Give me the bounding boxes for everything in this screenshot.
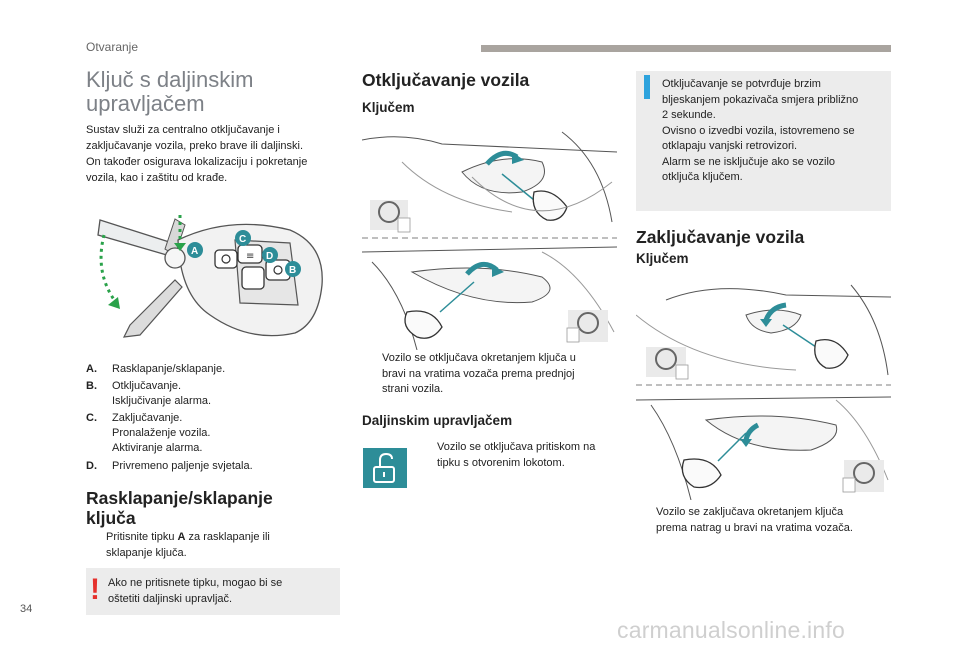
unlock-remote-subheading: Daljinskim upravljačem (362, 413, 513, 428)
unlock-key-illustration (362, 131, 617, 350)
page-title-line2: upravljačem (86, 91, 205, 116)
legend-item-d: D. Privremeno paljenje svjetala. (86, 460, 253, 472)
info-icon: i (644, 75, 650, 99)
key-button-d: ≡ (237, 244, 263, 264)
legend-item-c: C. Zaključavanje. Pronalaženje vozila. A… (86, 412, 211, 454)
header-bar (481, 45, 891, 52)
key-illustration: ≡ A C D B (97, 215, 323, 338)
intro-paragraph: Sustav služi za centralno otključavanje … (86, 122, 346, 186)
unlock-remote-instruction: Vozilo se otključava pritiskom na tipku … (437, 441, 596, 469)
remote-key-icon (532, 190, 568, 221)
fold-instruction: Pritisnite tipku A za rasklapanje ili sk… (106, 531, 270, 559)
steering-wheel-icon (577, 312, 599, 334)
info-line: 2 sekunde. (662, 109, 716, 121)
legend-item-b: B. Otključavanje. Isključivanje alarma. (86, 380, 212, 407)
info-line: otklapaju vanjski retrovizori. (662, 140, 798, 152)
fold-heading-line1: Rasklapanje/sklapanje (86, 488, 273, 508)
label-c-badge: C (235, 230, 251, 246)
page-title: Ključ s daljinskim upravljačem (86, 68, 254, 116)
info-line: Ovisno o izvedbi vozila, istovremeno se (662, 124, 855, 137)
fold-heading-line2: ključa (86, 508, 136, 528)
svg-text:C: C (239, 234, 246, 245)
info-line: Otključavanje se potvrđuje brzim (662, 78, 821, 90)
lock-key-instruction: Vozilo se zaključava okretanjem ključa p… (656, 506, 853, 534)
svg-text:A: A (191, 246, 198, 257)
rotate-arrow-icon (763, 302, 787, 322)
lock-key-illustration (636, 284, 891, 500)
steering-wheel-icon (655, 348, 677, 370)
rotate-arrow-icon (743, 422, 760, 441)
unlock-key-subheading: Ključem (362, 100, 415, 115)
legend-item-a: A. Rasklapanje/sklapanje. (86, 363, 226, 375)
intro-line: zaključavanje vozila, preko brave ili da… (86, 140, 304, 152)
fold-heading: Rasklapanje/sklapanje ključa (86, 488, 273, 528)
unlock-heading: Otključavanje vozila (362, 70, 530, 90)
unlock-key-instruction: Vozilo se otključava okretanjem ključa u… (382, 352, 576, 395)
warning-box: ! Ako ne pritisnete tipku, mogao bi se o… (86, 568, 340, 615)
svg-text:B: B (289, 265, 296, 276)
open-padlock-icon (373, 452, 395, 483)
unlock-button-badge (363, 448, 407, 488)
steering-wheel-icon (853, 462, 875, 484)
lock-key-subheading: Ključem (636, 251, 689, 266)
remote-key-icon (681, 458, 722, 489)
svg-text:≡: ≡ (246, 251, 254, 262)
fold-button (164, 247, 186, 269)
warning-icon: ! (90, 573, 100, 606)
label-d-badge: D (262, 247, 278, 263)
intro-line: On također osigurava lokalizaciju i pokr… (86, 156, 308, 168)
section-title: Otvaranje (86, 40, 139, 54)
intro-line: Sustav služi za centralno otključavanje … (86, 124, 280, 136)
fold-arrow-icon (99, 234, 120, 306)
remote-key-icon (814, 338, 849, 369)
svg-text:D: D (266, 251, 273, 262)
key-button-c (214, 249, 238, 269)
info-line: Alarm se ne isključuje ako se vozilo (662, 155, 836, 168)
info-line: otključa ključem. (662, 171, 743, 183)
info-line: bljeskanjem pokazivača smjera približno (662, 93, 859, 106)
label-b-badge: B (285, 261, 301, 277)
label-a-badge: A (187, 242, 203, 258)
page-number: 34 (20, 603, 33, 615)
intro-line: vozila, kao i zaštitu od krađe. (86, 172, 228, 184)
page-title-line1: Ključ s daljinskim (86, 67, 254, 92)
lock-heading: Zaključavanje vozila (636, 227, 805, 247)
watermark: carmanualsonline.info (617, 617, 845, 643)
info-box: i Otključavanje se potvrđuje brzim bljes… (636, 71, 891, 211)
remote-key-icon (404, 310, 443, 339)
key-blade (122, 279, 183, 338)
key-button-lamp (241, 266, 265, 290)
steering-wheel-icon (378, 201, 400, 223)
